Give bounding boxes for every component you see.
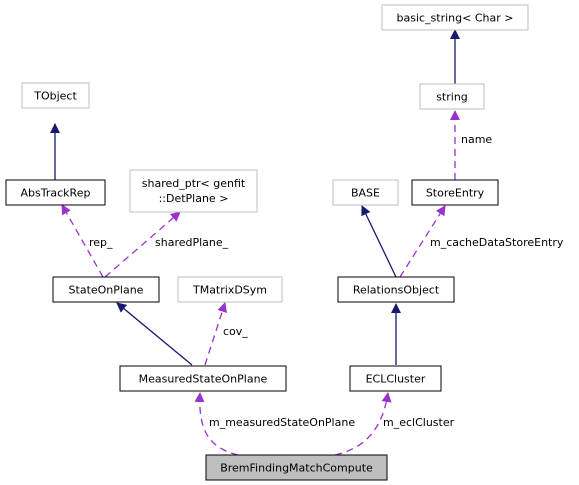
edge-label-name: name: [461, 133, 492, 146]
node-stateonplane-label: StateOnPlane: [69, 284, 144, 297]
node-storeentry-label: StoreEntry: [426, 187, 485, 200]
edge-brem-measured: [194, 392, 239, 456]
edge-label-cov: cov_: [223, 325, 248, 338]
edge-label-measuredstate: m_measuredStateOnPlane: [209, 416, 355, 429]
node-eclcluster[interactable]: ECLCluster: [349, 365, 442, 392]
edge-relationsobject-base: [361, 205, 397, 278]
edge-measured-stateonplane: [116, 302, 193, 366]
node-shared-ptr-label-2: ::DetPlane >: [159, 192, 229, 205]
node-storeentry[interactable]: StoreEntry: [411, 179, 499, 206]
node-measuredstateonplane[interactable]: MeasuredStateOnPlane: [119, 365, 287, 392]
node-eclcluster-label: ECLCluster: [366, 373, 426, 386]
node-abstrackrep-label: AbsTrackRep: [21, 187, 91, 200]
node-basic-string[interactable]: basic_string< Char >: [381, 4, 529, 31]
edge-label-eclcluster: m_eclCluster: [383, 416, 455, 429]
edge-label-rep: rep_: [89, 236, 113, 249]
node-stateonplane[interactable]: StateOnPlane: [52, 276, 160, 303]
node-tmatrixdsym[interactable]: TMatrixDSym: [177, 276, 283, 303]
node-basic-string-label: basic_string< Char >: [397, 12, 514, 25]
node-base[interactable]: BASE: [332, 179, 399, 206]
edge-measured-tmatrixdsym: [204, 302, 227, 366]
node-base-label: BASE: [351, 187, 380, 200]
node-measuredstateonplane-label: MeasuredStateOnPlane: [139, 373, 268, 386]
node-bremfindingmatchcompute[interactable]: BremFindingMatchCompute: [205, 454, 388, 481]
edge-relationsobject-storeentry: [399, 205, 446, 278]
edge-stateonplane-abstrackrep: [61, 204, 104, 278]
node-string[interactable]: string: [419, 83, 485, 110]
node-tobject-label: TObject: [33, 90, 77, 103]
node-bremfindingmatchcompute-label: BremFindingMatchCompute: [220, 462, 373, 475]
edge-label-sharedplane: sharedPlane_: [155, 236, 229, 249]
node-shared-ptr-label-1: shared_ptr< genfit: [142, 177, 246, 190]
edge-label-cachedatastoreentry: m_cacheDataStoreEntry: [430, 236, 564, 249]
node-relationsobject-label: RelationsObject: [353, 284, 440, 297]
node-abstrackrep[interactable]: AbsTrackRep: [5, 179, 106, 206]
node-shared-ptr-detplane[interactable]: shared_ptr< genfit ::DetPlane >: [129, 169, 258, 213]
node-tmatrixdsym-label: TMatrixDSym: [192, 284, 267, 297]
node-tobject[interactable]: TObject: [21, 82, 90, 109]
edge-brem-eclcluster: [334, 392, 392, 456]
node-relationsobject[interactable]: RelationsObject: [337, 276, 455, 303]
edge-stateonplane-sharedptr: [104, 211, 181, 278]
node-string-label: string: [436, 91, 468, 104]
